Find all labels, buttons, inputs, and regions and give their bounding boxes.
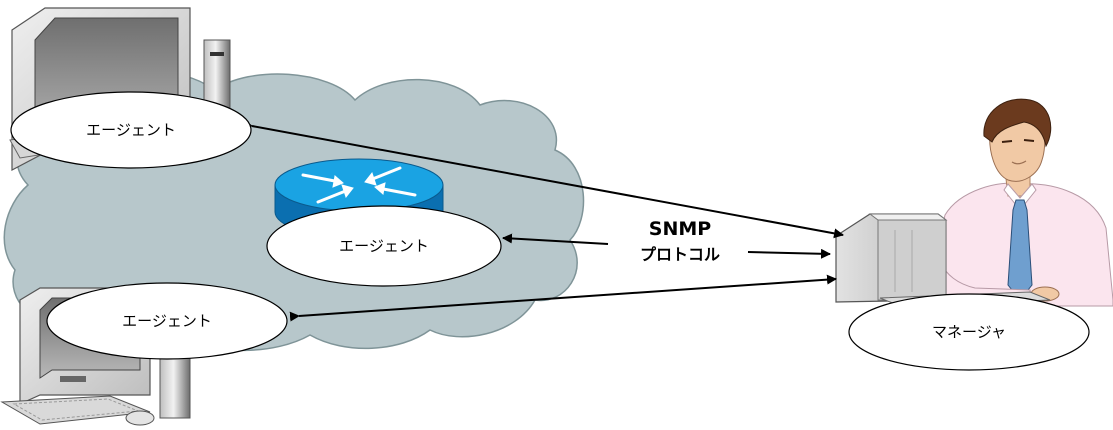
hair (983, 98, 1052, 148)
agent-router-ellipse (266, 205, 502, 287)
protocol-label: SNMP プロトコル (640, 218, 720, 264)
manager-ellipse (848, 293, 1090, 371)
manager-person-icon (926, 98, 1113, 307)
arrow-agent-top-manager (242, 119, 844, 239)
arrow-router-agent (502, 233, 609, 245)
arrow-agent-bottom-manager (289, 274, 837, 322)
agent-bottom-ellipse (46, 282, 288, 360)
agent-top-label: エージェント (86, 121, 176, 139)
agent-top: エージェント (10, 91, 252, 169)
agent-router-label: エージェント (339, 237, 429, 255)
manager-monitor-icon (835, 213, 1051, 307)
agent-router: エージェント (266, 205, 502, 287)
arrow-protocol-manager (747, 248, 831, 259)
protocol-label-line2: プロトコル (640, 245, 720, 264)
protocol-label-line1: SNMP (649, 218, 711, 240)
communication-arrows (242, 119, 844, 322)
mouse (125, 410, 155, 426)
router-top (274, 158, 444, 212)
agent-bottom: エージェント (46, 282, 288, 360)
agent-top-ellipse (10, 91, 252, 169)
manager-label: マネージャ (932, 323, 1006, 341)
manager: マネージャ (848, 293, 1090, 371)
agent-bottom-label: エージェント (122, 312, 212, 330)
